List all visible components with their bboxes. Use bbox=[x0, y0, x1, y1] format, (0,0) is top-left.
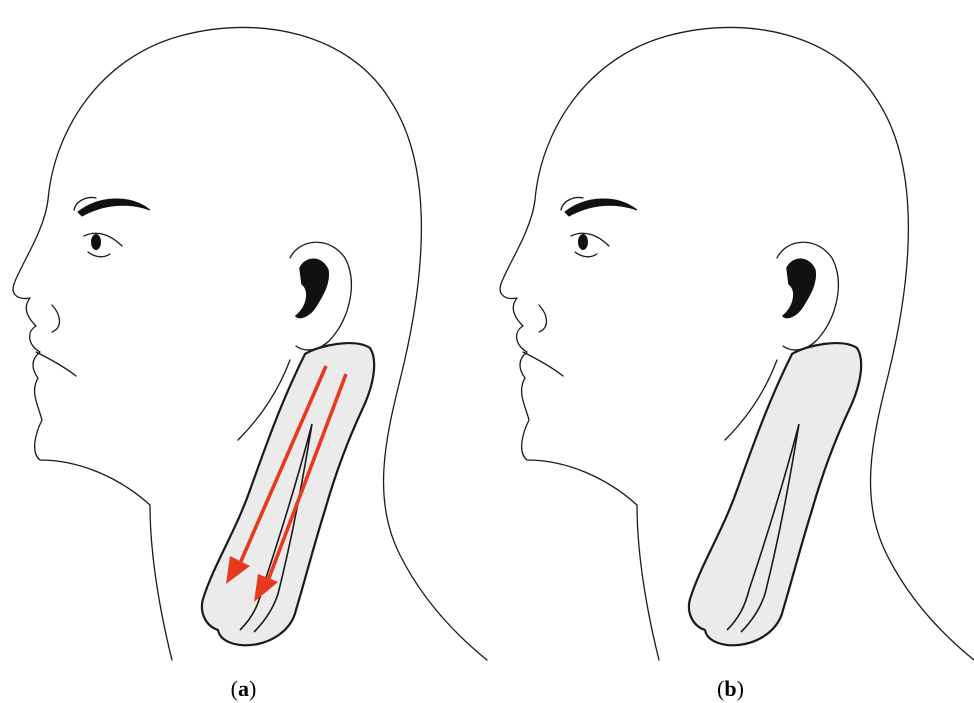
kinesio-tape bbox=[689, 343, 861, 645]
nostril bbox=[52, 305, 60, 332]
kinesio-tape bbox=[202, 343, 374, 645]
nostril bbox=[539, 305, 547, 332]
eye bbox=[91, 234, 101, 250]
ear-canal bbox=[783, 259, 815, 317]
tape-strip bbox=[202, 343, 374, 645]
mouth-line bbox=[36, 352, 76, 376]
eye bbox=[578, 234, 588, 250]
head-illustration-a bbox=[0, 0, 487, 660]
eyebrow bbox=[565, 199, 637, 216]
head-illustration-b bbox=[487, 0, 974, 660]
panel-b-caption: (b) bbox=[487, 676, 974, 702]
mouth-line bbox=[523, 352, 563, 376]
panel-a: (a) bbox=[0, 0, 487, 703]
panel-b: (b) bbox=[487, 0, 974, 703]
ear-canal bbox=[296, 259, 328, 317]
tape-strip bbox=[689, 343, 861, 645]
eyelid bbox=[84, 233, 122, 257]
panel-a-caption: (a) bbox=[0, 676, 487, 702]
eyelid bbox=[571, 233, 609, 257]
eyebrow bbox=[78, 199, 150, 216]
